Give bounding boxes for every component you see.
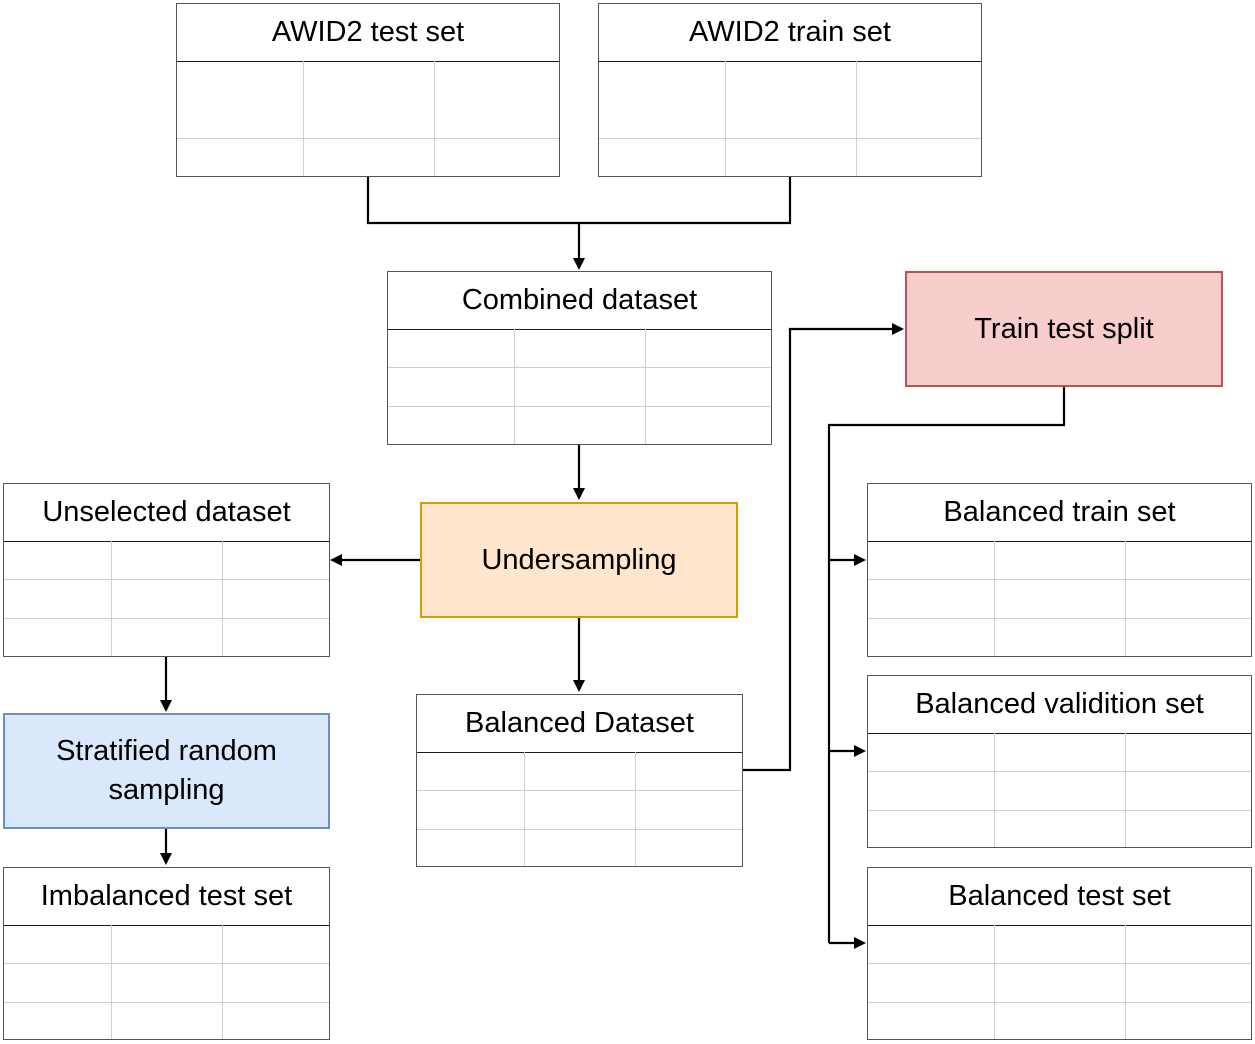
- imbalanced-test-set-table: Imbalanced test set: [3, 867, 330, 1040]
- edge-balanced-dataset-to-train-test-split: [743, 323, 904, 772]
- undersampling-process: Undersampling: [420, 502, 738, 618]
- balanced-validation-set-table: Balanced validition set: [867, 675, 1252, 848]
- awid2-test-set-table: AWID2 test set: [176, 3, 560, 177]
- awid2-train-set-table: AWID2 train set: [598, 3, 982, 177]
- table-grid: [4, 541, 329, 656]
- table-grid: [868, 733, 1251, 847]
- undersampling-label: Undersampling: [481, 543, 677, 576]
- table-grid: [388, 329, 771, 444]
- stratified-random-sampling-label: Stratified random sampling: [56, 735, 277, 806]
- awid2-test-set-label: AWID2 test set: [177, 4, 559, 62]
- edge-awid2-test-to-combined: [366, 177, 585, 270]
- balanced-test-set-label: Balanced test set: [868, 868, 1251, 926]
- table-grid: [599, 61, 981, 176]
- train-test-split-label: Train test split: [974, 312, 1154, 345]
- combined-dataset-label: Combined dataset: [388, 272, 771, 330]
- balanced-train-set-label: Balanced train set: [868, 484, 1251, 542]
- edge-split-trunk: [827, 387, 1066, 943]
- balanced-test-set-table: Balanced test set: [867, 867, 1252, 1040]
- balanced-train-set-table: Balanced train set: [867, 483, 1252, 657]
- stratified-random-sampling-process: Stratified random sampling: [3, 713, 330, 829]
- imbalanced-test-set-label: Imbalanced test set: [4, 868, 329, 926]
- balanced-dataset-label: Balanced Dataset: [417, 695, 742, 753]
- table-grid: [417, 752, 742, 866]
- unselected-dataset-table: Unselected dataset: [3, 483, 330, 657]
- unselected-dataset-label: Unselected dataset: [4, 484, 329, 542]
- train-test-split-process: Train test split: [905, 271, 1223, 387]
- table-grid: [868, 541, 1251, 656]
- table-grid: [868, 925, 1251, 1039]
- combined-dataset-table: Combined dataset: [387, 271, 772, 445]
- awid2-train-set-label: AWID2 train set: [599, 4, 981, 62]
- balanced-dataset-table: Balanced Dataset: [416, 694, 743, 867]
- table-grid: [177, 61, 559, 176]
- balanced-validation-set-label: Balanced validition set: [868, 676, 1251, 734]
- table-grid: [4, 925, 329, 1039]
- edge-awid2-train-to-combined: [579, 177, 792, 225]
